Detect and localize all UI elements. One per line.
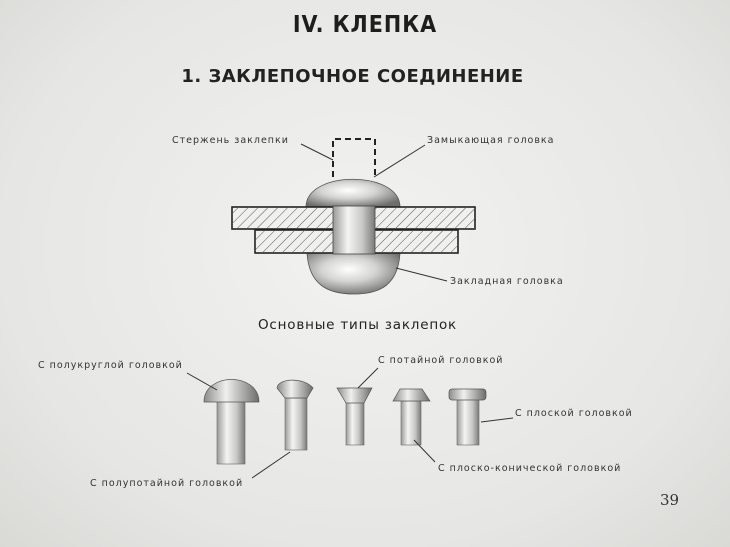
rivet-flat-conical bbox=[392, 388, 436, 463]
rivet-round-head bbox=[186, 372, 260, 465]
types-heading: Основные типы заклепок bbox=[258, 317, 457, 333]
closing-head bbox=[305, 179, 401, 208]
label-round-head: С полукруглой головкой bbox=[38, 360, 183, 371]
page-title: IV. КЛЕПКА bbox=[292, 12, 438, 38]
label-embedded-head: Закладная головка bbox=[450, 276, 564, 287]
rivet-semi-countersunk bbox=[251, 379, 314, 479]
label-flat: С плоской головкой bbox=[515, 408, 633, 419]
label-shank: Стержень заклепки bbox=[172, 135, 289, 146]
section-subtitle: 1. ЗАКЛЕПОЧНОЕ СОЕДИНЕНИЕ bbox=[181, 66, 524, 87]
rivet-flat bbox=[448, 388, 514, 446]
label-flat-conical: С плоско-конической головкой bbox=[438, 463, 622, 474]
shank-dashed-outline bbox=[332, 138, 376, 177]
embedded-head bbox=[306, 252, 401, 295]
label-countersunk: С потайной головкой bbox=[378, 355, 504, 366]
page-number: 39 bbox=[660, 491, 680, 509]
riveted-joint bbox=[231, 138, 476, 295]
label-semi-countersunk: С полупотайной головкой bbox=[90, 478, 244, 489]
rivet-countersunk bbox=[336, 367, 379, 446]
rivet-shank bbox=[332, 205, 376, 255]
label-closing-head: Замыкающая головка bbox=[427, 135, 555, 146]
